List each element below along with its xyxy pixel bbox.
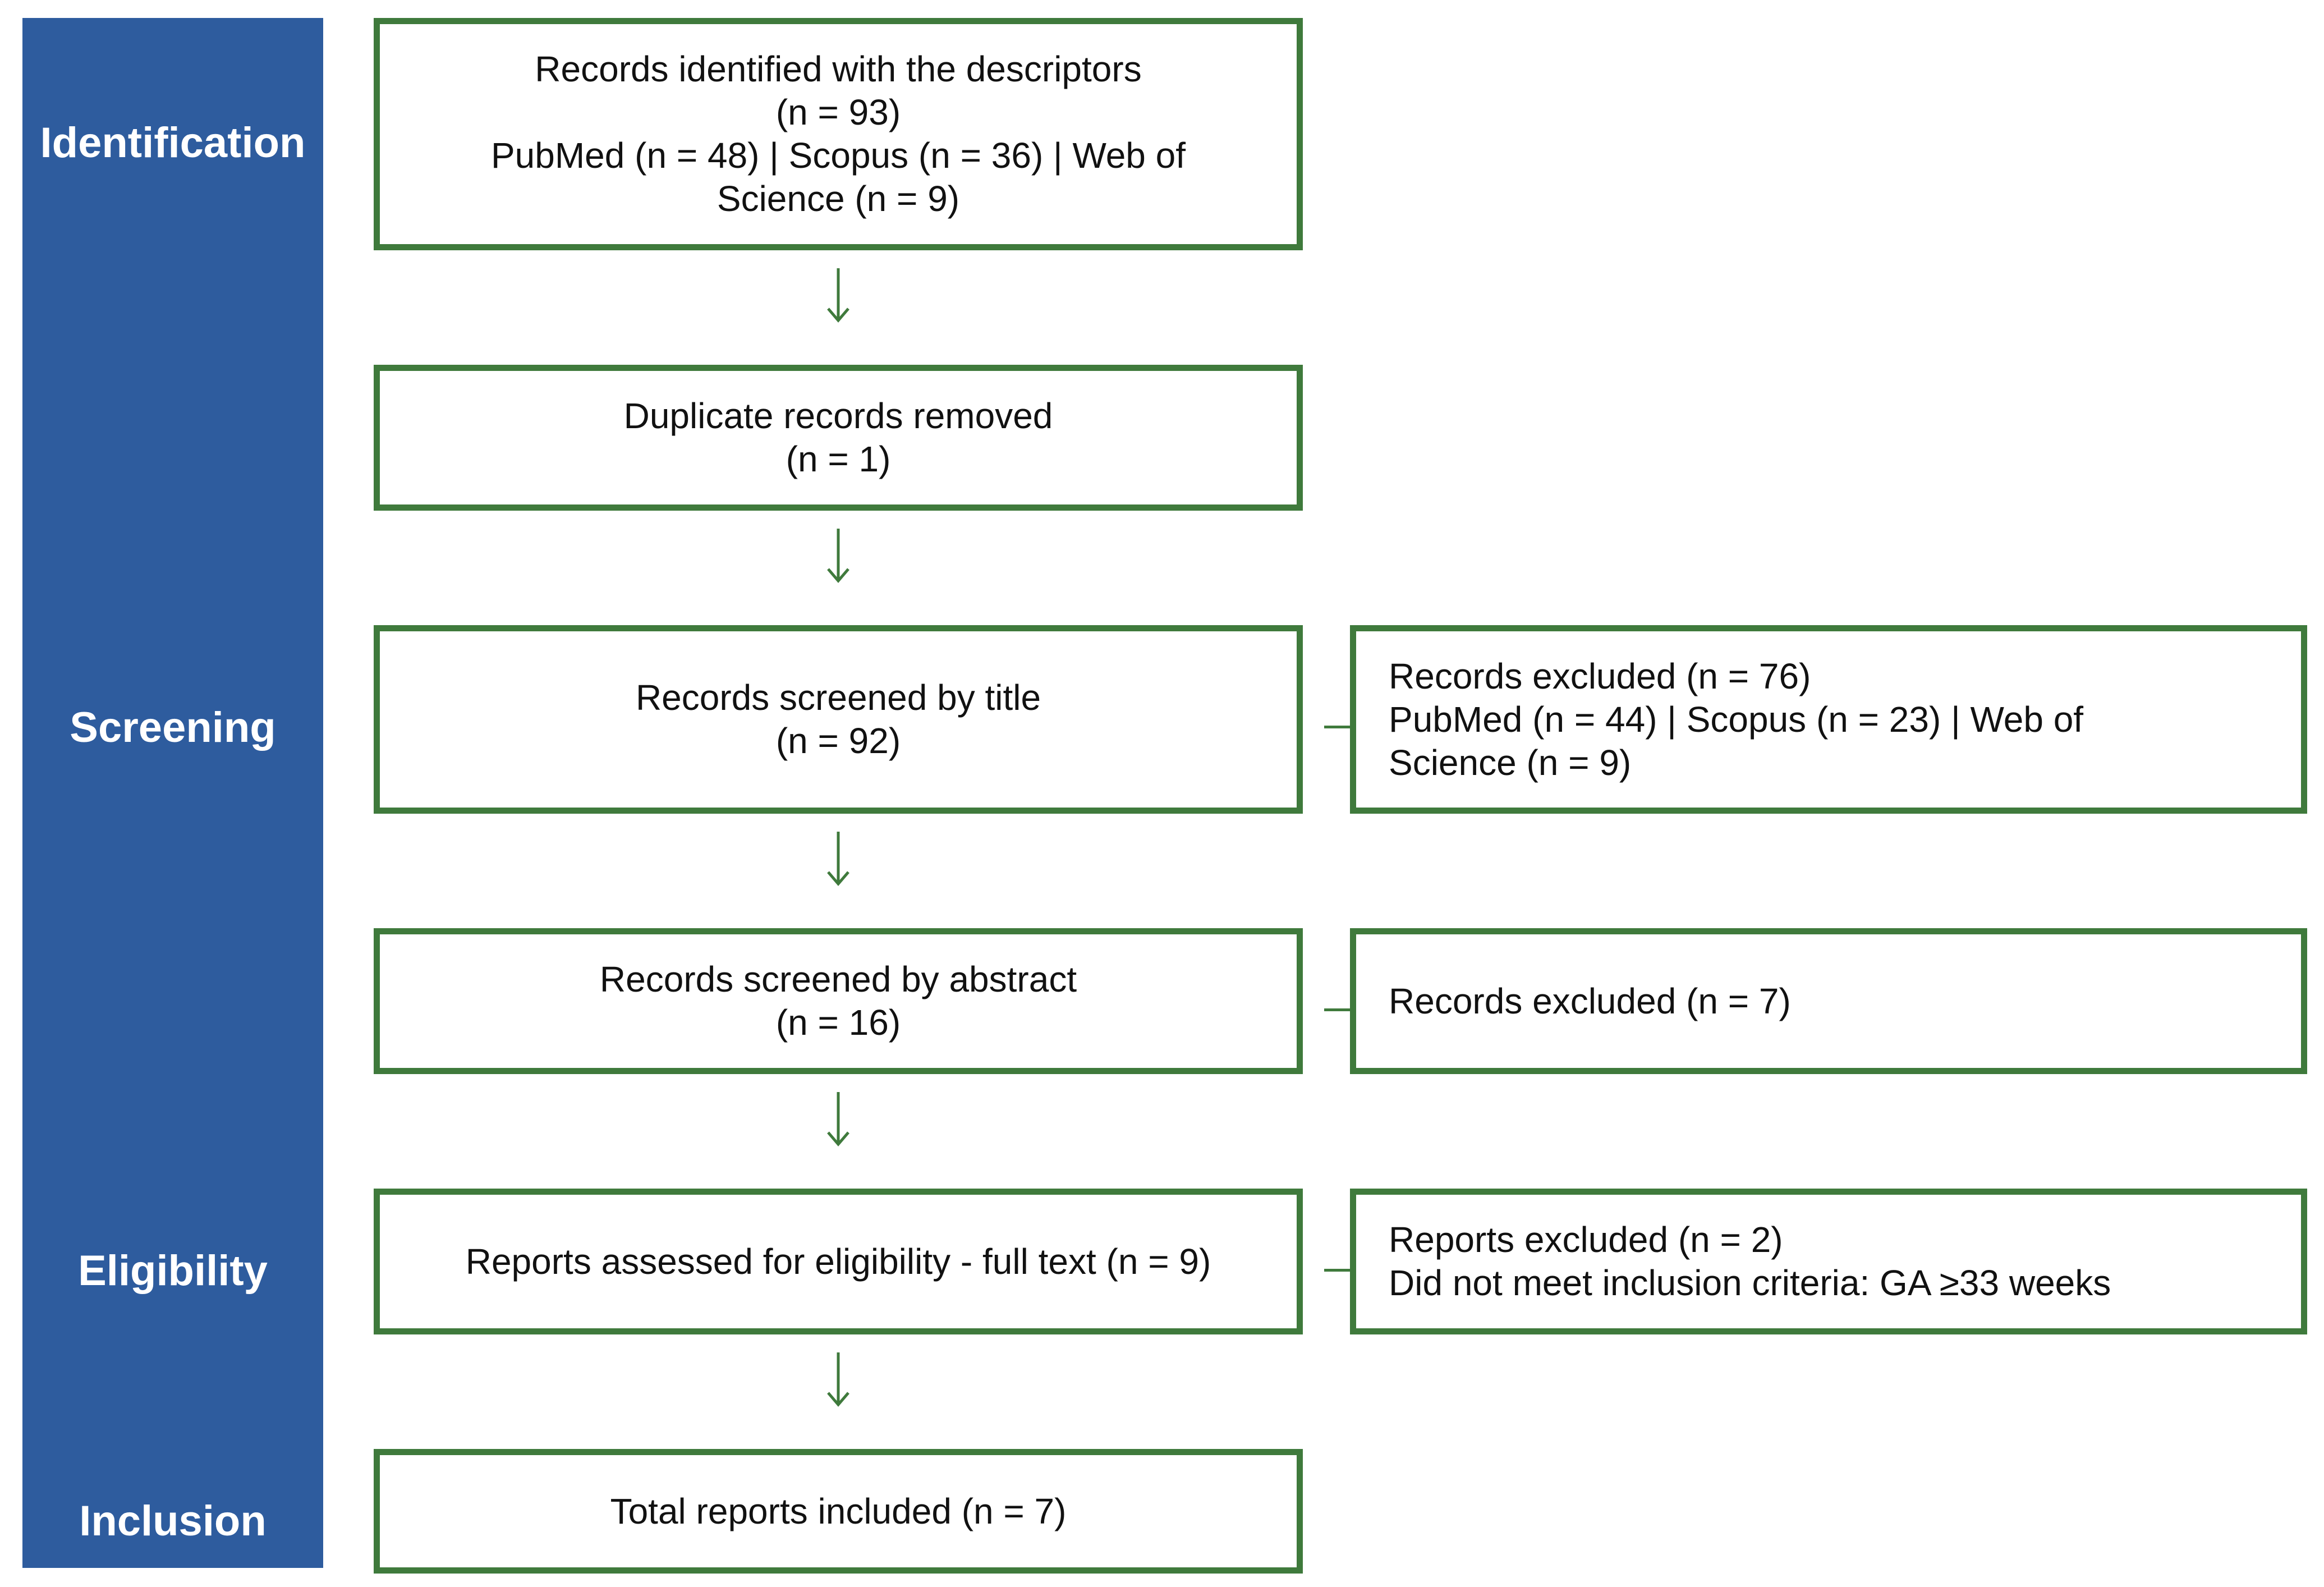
abstract-screening-label: Records screened by abstract bbox=[599, 959, 1077, 999]
down-arrow-icon bbox=[827, 1352, 849, 1407]
records-identified-count: (n = 93) bbox=[775, 92, 901, 132]
abstract-excluded-label: Records excluded (n = 7) bbox=[1389, 980, 1791, 1021]
eligibility-assessment-box: Reports assessed for eligibility - full … bbox=[374, 1189, 1303, 1334]
included-box: Total reports included (n = 7) bbox=[374, 1449, 1303, 1574]
phase-sidebar: Identification Screening Eligibility Inc… bbox=[22, 18, 323, 1568]
title-excluded-box: Records excluded (n = 76) PubMed (n = 44… bbox=[1350, 625, 2307, 814]
stage-label-inclusion: Inclusion bbox=[79, 1497, 267, 1545]
title-screening-label: Records screened by title bbox=[635, 677, 1041, 718]
records-identified-sources-cont: Science (n = 9) bbox=[717, 178, 960, 219]
duplicates-removed-count: (n = 1) bbox=[786, 439, 891, 479]
title-screening-box: Records screened by title (n = 92) bbox=[374, 625, 1303, 814]
down-arrow-icon bbox=[827, 1092, 849, 1146]
stage-label-screening: Screening bbox=[70, 704, 276, 751]
duplicates-removed-label: Duplicate records removed bbox=[623, 396, 1053, 436]
down-arrow-icon bbox=[827, 529, 849, 583]
down-arrow-icon bbox=[827, 832, 849, 886]
stage-label-eligibility: Eligibility bbox=[78, 1247, 268, 1295]
eligibility-excluded-box: Reports excluded (n = 2) Did not meet in… bbox=[1350, 1189, 2307, 1334]
connector-abstract-excluded bbox=[1324, 1008, 1350, 1011]
connector-title-excluded bbox=[1324, 726, 1350, 728]
title-excluded-label: Records excluded (n = 76) bbox=[1389, 655, 1811, 696]
records-identified-box: Records identified with the descriptors … bbox=[374, 18, 1303, 250]
title-excluded-sources-cont: Science (n = 9) bbox=[1389, 742, 1632, 783]
records-identified-sources: PubMed (n = 48) | Scopus (n = 36) | Web … bbox=[490, 135, 1186, 176]
abstract-excluded-box: Records excluded (n = 7) bbox=[1350, 928, 2307, 1074]
abstract-screening-box: Records screened by abstract (n = 16) bbox=[374, 928, 1303, 1074]
eligibility-excluded-reason: Did not meet inclusion criteria: GA ≥33 … bbox=[1389, 1263, 2111, 1303]
eligibility-excluded-label: Reports excluded (n = 2) bbox=[1389, 1219, 1783, 1260]
connector-eligibility-excluded bbox=[1324, 1269, 1350, 1272]
abstract-screening-count: (n = 16) bbox=[775, 1002, 901, 1043]
records-identified-label: Records identified with the descriptors bbox=[535, 49, 1142, 89]
included-label: Total reports included (n = 7) bbox=[610, 1490, 1067, 1531]
down-arrow-icon bbox=[827, 268, 849, 323]
title-screening-count: (n = 92) bbox=[775, 721, 901, 761]
title-excluded-sources: PubMed (n = 44) | Scopus (n = 23) | Web … bbox=[1389, 699, 2084, 740]
duplicates-removed-box: Duplicate records removed (n = 1) bbox=[374, 365, 1303, 511]
stage-label-identification: Identification bbox=[40, 119, 306, 167]
eligibility-assessment-label: Reports assessed for eligibility - full … bbox=[465, 1241, 1211, 1282]
